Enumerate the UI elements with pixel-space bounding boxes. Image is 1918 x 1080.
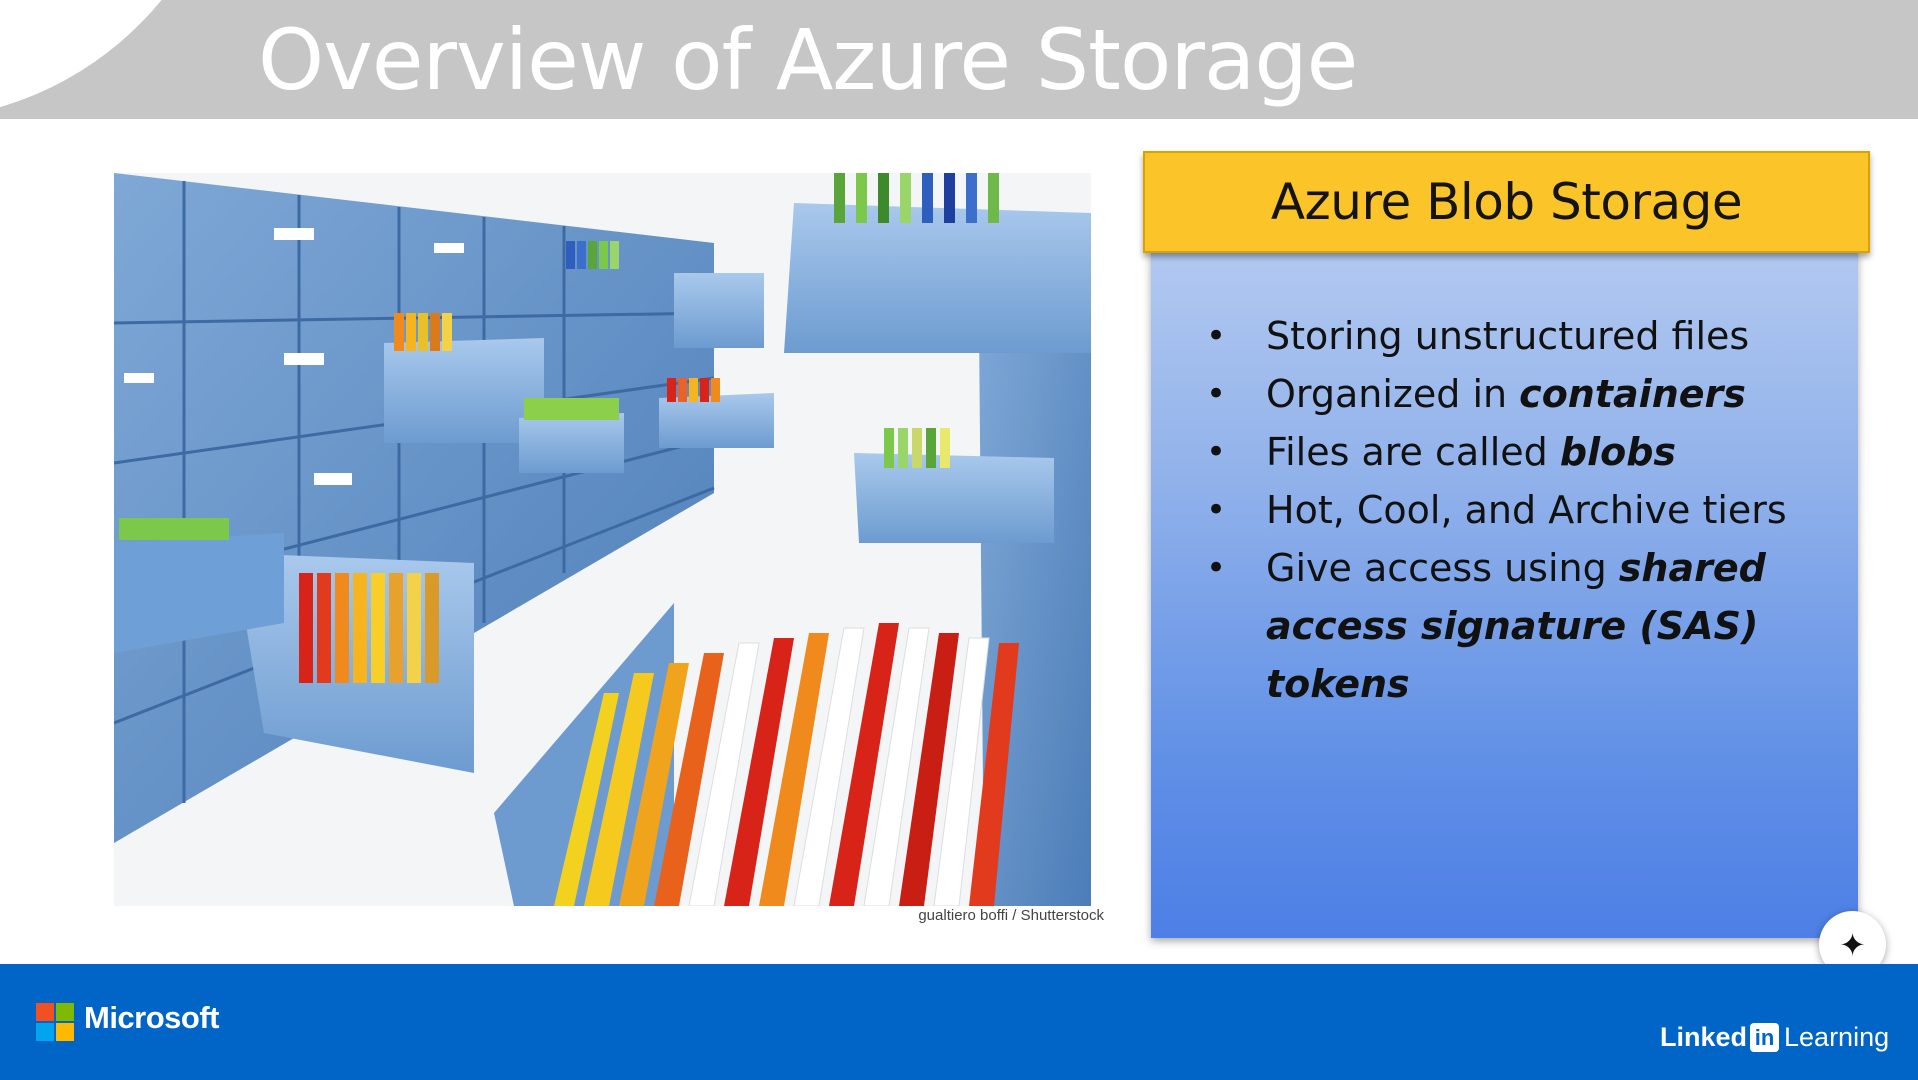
learning-word: Learning [1784, 1021, 1890, 1052]
bullet-item: Hot, Cool, and Archive tiers [1198, 481, 1838, 539]
blob-storage-card-header: Azure Blob Storage [1143, 151, 1870, 253]
title-swoosh-decoration [0, 0, 240, 119]
card-title: Azure Blob Storage [1270, 173, 1743, 231]
linkedin-in-icon: in [1750, 1022, 1780, 1052]
title-band [0, 0, 1918, 119]
blob-storage-bullet-list: Storing unstructured files Organized in … [1198, 307, 1838, 713]
photo-credit: gualtiero boffi / Shutterstock [918, 907, 1104, 924]
linkedin-learning-logo: Linked in Learning [1660, 1020, 1889, 1054]
bullet-emphasis: shared access signature (SAS) tokens [1266, 546, 1766, 706]
bullet-emphasis: blobs [1559, 430, 1677, 474]
sparkle-icon: ✦ [1839, 926, 1866, 963]
footer-band [0, 964, 1918, 1080]
slide-title: Overview of Azure Storage [258, 11, 1358, 109]
microsoft-logo-icon [36, 1003, 74, 1041]
filing-cabinet-photo [114, 173, 1091, 906]
bullet-item: Files are called blobs [1198, 423, 1838, 481]
linkedin-word: Linked [1660, 1021, 1748, 1052]
microsoft-brand-text: Microsoft [84, 1000, 220, 1035]
bullet-item: Organized in containers [1198, 365, 1838, 423]
bullet-item: Give access using shared access signatur… [1198, 539, 1838, 713]
bullet-emphasis: containers [1519, 372, 1746, 416]
bullet-item: Storing unstructured files [1198, 307, 1838, 365]
